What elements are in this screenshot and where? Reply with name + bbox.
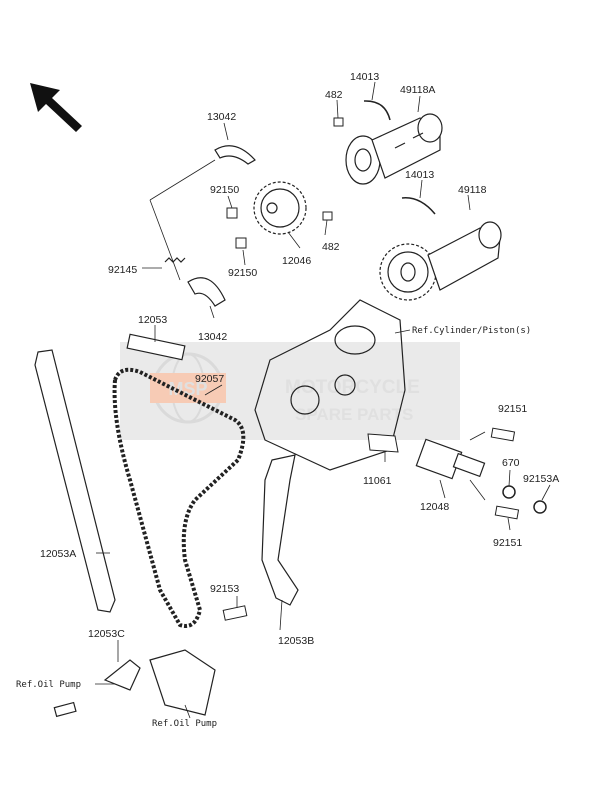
label-12053b: 12053B bbox=[278, 635, 314, 647]
guide-12053b bbox=[261, 454, 299, 606]
bolt-482-lower bbox=[322, 211, 333, 221]
guide-12053a bbox=[34, 349, 116, 613]
label-12046: 12046 bbox=[282, 255, 311, 267]
label-92153a: 92153A bbox=[523, 473, 559, 485]
oring-670 bbox=[502, 485, 516, 499]
label-92153: 92153 bbox=[210, 583, 239, 595]
shoe-13042-upper bbox=[214, 145, 256, 165]
label-12053: 12053 bbox=[138, 314, 167, 326]
spring-92145 bbox=[164, 257, 186, 263]
leader-lines bbox=[95, 81, 551, 719]
bolt-92153 bbox=[222, 605, 248, 621]
label-92145: 92145 bbox=[108, 264, 137, 276]
label-92150-lower: 92150 bbox=[228, 267, 257, 279]
bolt-92150-upper bbox=[226, 207, 238, 219]
label-12053a: 12053A bbox=[40, 548, 76, 560]
label-12053c: 12053C bbox=[88, 628, 125, 640]
label-670: 670 bbox=[502, 457, 520, 469]
shoe-13042-lower bbox=[187, 277, 226, 307]
bolt-482-upper bbox=[333, 117, 344, 127]
label-14013-upper: 14013 bbox=[350, 71, 379, 83]
bolt-92153a bbox=[533, 500, 547, 514]
label-92150-upper: 92150 bbox=[210, 184, 239, 196]
label-13042-upper: 13042 bbox=[207, 111, 236, 123]
watermark-badge bbox=[150, 373, 226, 403]
tensioner-12048 bbox=[415, 438, 486, 480]
gasket-11061 bbox=[367, 433, 399, 453]
bolt-92151-upper bbox=[490, 427, 516, 442]
label-14013-lower: 14013 bbox=[405, 169, 434, 181]
label-12048: 12048 bbox=[420, 501, 449, 513]
oil-pump-ref bbox=[53, 649, 216, 718]
label-13042-lower: 13042 bbox=[198, 331, 227, 343]
ring-14013-upper bbox=[363, 100, 391, 121]
label-92151-upper: 92151 bbox=[498, 403, 527, 415]
label-49118: 49118 bbox=[458, 184, 487, 196]
chain-92057 bbox=[112, 367, 246, 628]
watermark-line2: SPARE PARTS bbox=[295, 405, 413, 424]
ring-14013-lower bbox=[401, 197, 436, 215]
label-ref-oil-pump-bottom: Ref.Oil Pump bbox=[152, 719, 217, 729]
guide-12053 bbox=[126, 333, 186, 361]
label-92057: 92057 bbox=[195, 373, 224, 385]
camshaft-49118a bbox=[345, 113, 443, 185]
bolt-92151-lower bbox=[494, 505, 520, 520]
bolt-92150-lower bbox=[235, 237, 247, 249]
label-92151-lower: 92151 bbox=[493, 537, 522, 549]
label-49118a: 49118A bbox=[400, 84, 435, 96]
label-482-lower: 482 bbox=[322, 241, 340, 253]
watermark-line1: MOTORCYCLE bbox=[285, 377, 420, 398]
label-ref-oil-pump-left: Ref.Oil Pump bbox=[16, 680, 81, 690]
sprocket-12046 bbox=[253, 181, 307, 235]
label-482-upper: 482 bbox=[325, 89, 343, 101]
label-11061: 11061 bbox=[363, 475, 392, 487]
cylinder-ref bbox=[254, 299, 406, 471]
label-ref-cylinder: Ref.Cylinder/Piston(s) bbox=[412, 326, 531, 336]
arrow-up-left-icon bbox=[30, 83, 82, 132]
watermark-badge-text: MSP bbox=[168, 379, 207, 399]
camshaft-49118 bbox=[379, 221, 502, 301]
